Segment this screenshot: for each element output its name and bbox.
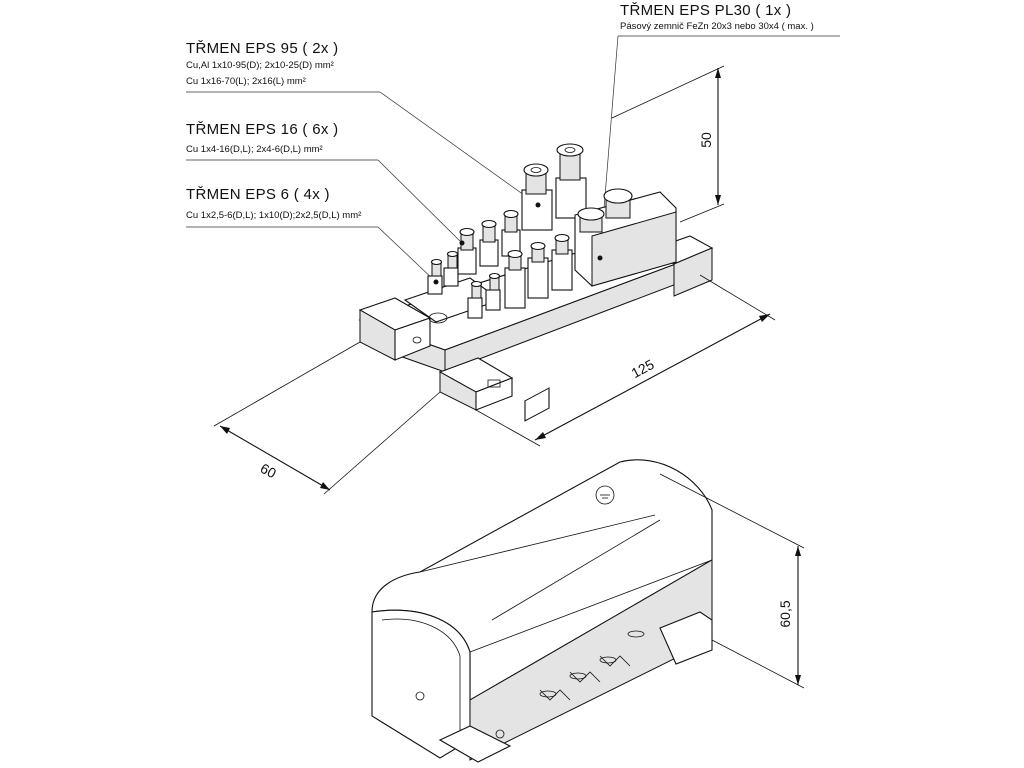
cover-ridge-1	[419, 514, 656, 573]
eps6-title: TŘMEN EPS 6 ( 4x )	[186, 186, 330, 203]
eps16-title: TŘMEN EPS 16 ( 6x )	[186, 121, 339, 138]
eps95-dot	[535, 202, 541, 208]
leader-lines	[186, 35, 840, 283]
pl30-spec: Pásový zemnič FeZn 20x3 nebo 30x4 ( max.…	[620, 21, 814, 32]
eps95-leader	[379, 91, 539, 206]
terminal-block-covered	[371, 387, 713, 763]
ground-symbol	[595, 485, 615, 505]
cover-panel-edge	[491, 519, 661, 621]
eps95-title: TŘMEN EPS 95 ( 2x )	[186, 40, 339, 57]
dim-50-text: 50	[698, 132, 714, 148]
plate-rivet	[412, 336, 422, 344]
dim-60-text: 60	[258, 460, 279, 482]
dim-605-ext-top	[659, 473, 805, 549]
right-foot-front	[673, 247, 713, 297]
eps6-leader	[377, 226, 437, 283]
front-foot-slot	[487, 379, 501, 388]
eps6-clamps	[427, 250, 501, 319]
dim-50-ext-bottom	[679, 203, 725, 223]
pl30-title: TŘMEN EPS PL30 ( 1x )	[620, 2, 792, 19]
dim-60-ext-left	[213, 341, 361, 427]
cover-screw-front	[495, 729, 505, 739]
cover-foot-front	[438, 725, 512, 763]
cover-end-rim	[381, 618, 461, 736]
eps16-dot	[459, 240, 465, 246]
dim-60-ext-right	[323, 391, 441, 495]
dim-50-ext-top	[611, 65, 725, 119]
dimension-lines-bottom	[659, 473, 805, 689]
terminal-block-open	[358, 143, 714, 411]
pl30-dot	[597, 255, 603, 261]
eps16-leader	[377, 159, 463, 244]
dim-125-ext-left	[475, 409, 541, 447]
dim-605-ext-bottom	[711, 639, 805, 689]
dim-60-line	[219, 425, 331, 491]
eps16-spec-1: Cu 1x4-16(D,L); 2x4-6(D,L) mm²	[186, 144, 323, 155]
dim-125-line	[534, 313, 771, 441]
eps6-spec-1: Cu 1x2,5-6(D,L); 1x10(D);2x2,5(D,L) mm²	[186, 210, 362, 221]
pl30-clamp	[574, 188, 677, 287]
dimension-lines-top	[213, 65, 776, 495]
cover-foot-right	[659, 611, 713, 665]
plate-hole	[428, 312, 448, 324]
terminal-windows	[524, 387, 645, 701]
dim-605-text: 60,5	[777, 600, 793, 627]
eps6-dot	[433, 279, 439, 285]
cover-screw	[415, 691, 425, 701]
eps16-clamps	[457, 209, 573, 309]
dim-125-ext-right	[699, 274, 776, 321]
eps95-spec-1: Cu,Al 1x10-95(D); 2x10-25(D) mm²	[186, 60, 334, 71]
left-foot-front	[394, 317, 431, 361]
cover-ridge-2	[469, 559, 713, 653]
eps95-spec-2: Cu 1x16-70(L); 2x16(L) mm²	[186, 76, 306, 87]
